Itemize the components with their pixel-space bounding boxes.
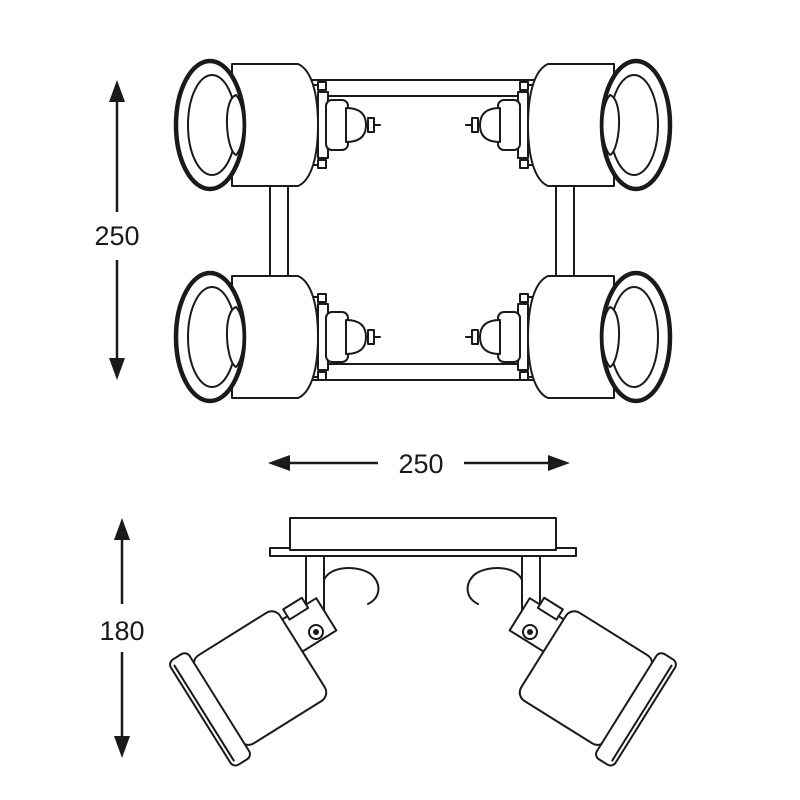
spotlight-bottom-left bbox=[176, 273, 380, 401]
height-label-side: 180 bbox=[99, 616, 144, 646]
width-label: 250 bbox=[398, 449, 443, 479]
height-dimension-top: 250 bbox=[94, 80, 140, 380]
side-view bbox=[166, 517, 680, 769]
height-label-top: 250 bbox=[94, 221, 139, 251]
height-dimension-side: 180 bbox=[99, 518, 145, 758]
ceiling-plate bbox=[269, 517, 577, 557]
spotlight-side-left bbox=[166, 555, 380, 769]
width-dimension: 250 bbox=[268, 449, 570, 479]
top-view bbox=[176, 61, 670, 401]
spotlight-side-right bbox=[466, 555, 680, 769]
spotlight-bottom-right bbox=[466, 273, 670, 401]
